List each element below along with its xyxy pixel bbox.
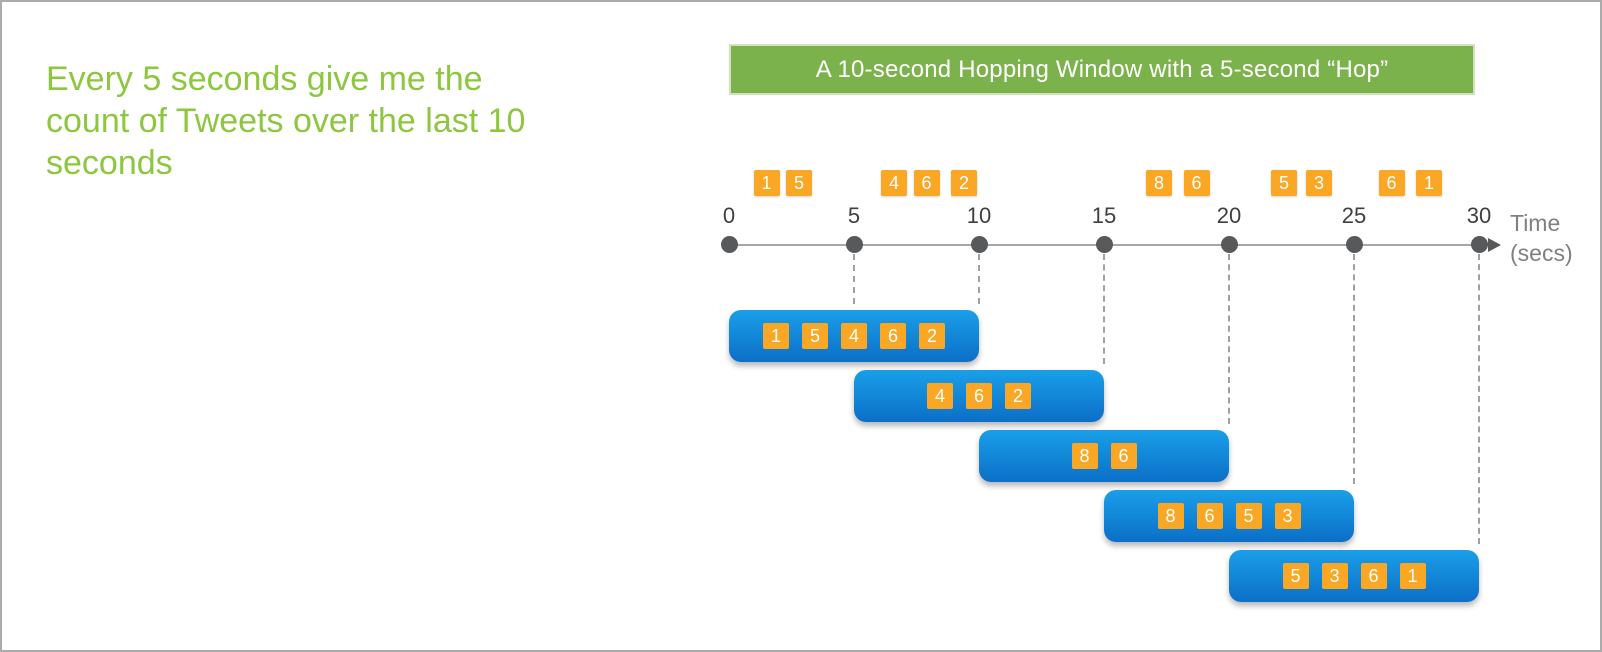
event-chip: 6 [913, 170, 940, 196]
tick-dot [1470, 236, 1488, 253]
tick-dot [1220, 236, 1238, 253]
window-event-chip: 1 [763, 323, 789, 349]
diagram-title-banner: A 10-second Hopping Window with a 5-seco… [729, 44, 1475, 95]
window-event-chip: 3 [1321, 563, 1348, 589]
window-event-chip: 5 [802, 323, 828, 349]
query-description-line1: Every 5 seconds give me the [46, 60, 483, 98]
tick-dot [845, 236, 863, 253]
window-event-chip: 6 [966, 383, 992, 409]
event-chip: 1 [1416, 170, 1442, 196]
window-event-chip: 6 [1196, 503, 1223, 529]
window-event-chip: 6 [1110, 443, 1137, 469]
tick-guide-dashed-line [1353, 254, 1355, 484]
window-event-chip: 4 [927, 383, 953, 409]
tick-label: 30 [1466, 203, 1492, 228]
window-event-chip: 8 [1157, 503, 1184, 529]
window-event-chip: 2 [919, 323, 945, 349]
window-event-chip: 8 [1071, 443, 1098, 469]
event-chip: 8 [1146, 170, 1172, 196]
tick-label: 15 [1091, 203, 1117, 228]
window-event-chip: 5 [1235, 503, 1262, 529]
time-axis-arrowhead-icon [1488, 238, 1501, 252]
event-chip: 2 [951, 170, 977, 196]
window-event-chip: 6 [880, 323, 906, 349]
query-description-line3: seconds [46, 144, 173, 182]
time-axis-title: Time (secs) [1510, 208, 1573, 268]
tick-guide-dashed-line [853, 254, 855, 304]
window-event-chip: 4 [841, 323, 867, 349]
tick-guide-dashed-line [1478, 254, 1480, 544]
tick-dot [1095, 236, 1113, 253]
tick-guide-dashed-line [1228, 254, 1230, 424]
tick-label: 20 [1216, 203, 1242, 228]
event-chip: 6 [1378, 170, 1405, 196]
tick-guide-dashed-line [978, 254, 980, 304]
event-chip: 6 [1183, 170, 1210, 196]
window-event-chip: 6 [1360, 563, 1387, 589]
tick-label: 5 [847, 203, 861, 228]
time-axis-title-line1: Time [1510, 210, 1561, 236]
window-event-chip: 2 [1005, 383, 1031, 409]
window-event-chip: 3 [1274, 503, 1301, 529]
event-chip: 5 [786, 170, 812, 196]
tick-label: 10 [966, 203, 992, 228]
query-description-line2: count of Tweets over the last 10 [46, 102, 526, 140]
tick-dot [1345, 236, 1363, 253]
tick-dot [970, 236, 988, 253]
window-event-chip: 1 [1399, 563, 1426, 589]
event-chip: 5 [1271, 170, 1297, 196]
event-chip: 1 [753, 170, 780, 196]
diagram-title: A 10-second Hopping Window with a 5-seco… [815, 55, 1389, 83]
window-event-chip: 5 [1282, 563, 1309, 589]
tick-label: 0 [722, 203, 736, 228]
event-chip: 3 [1306, 170, 1332, 196]
tick-dot [720, 236, 738, 253]
tick-guide-dashed-line [1103, 254, 1105, 364]
event-chip: 4 [881, 170, 907, 196]
query-description-text: Every 5 seconds give me the count of Twe… [46, 58, 525, 184]
tick-label: 25 [1341, 203, 1367, 228]
time-axis-title-line2: (secs) [1510, 240, 1573, 266]
